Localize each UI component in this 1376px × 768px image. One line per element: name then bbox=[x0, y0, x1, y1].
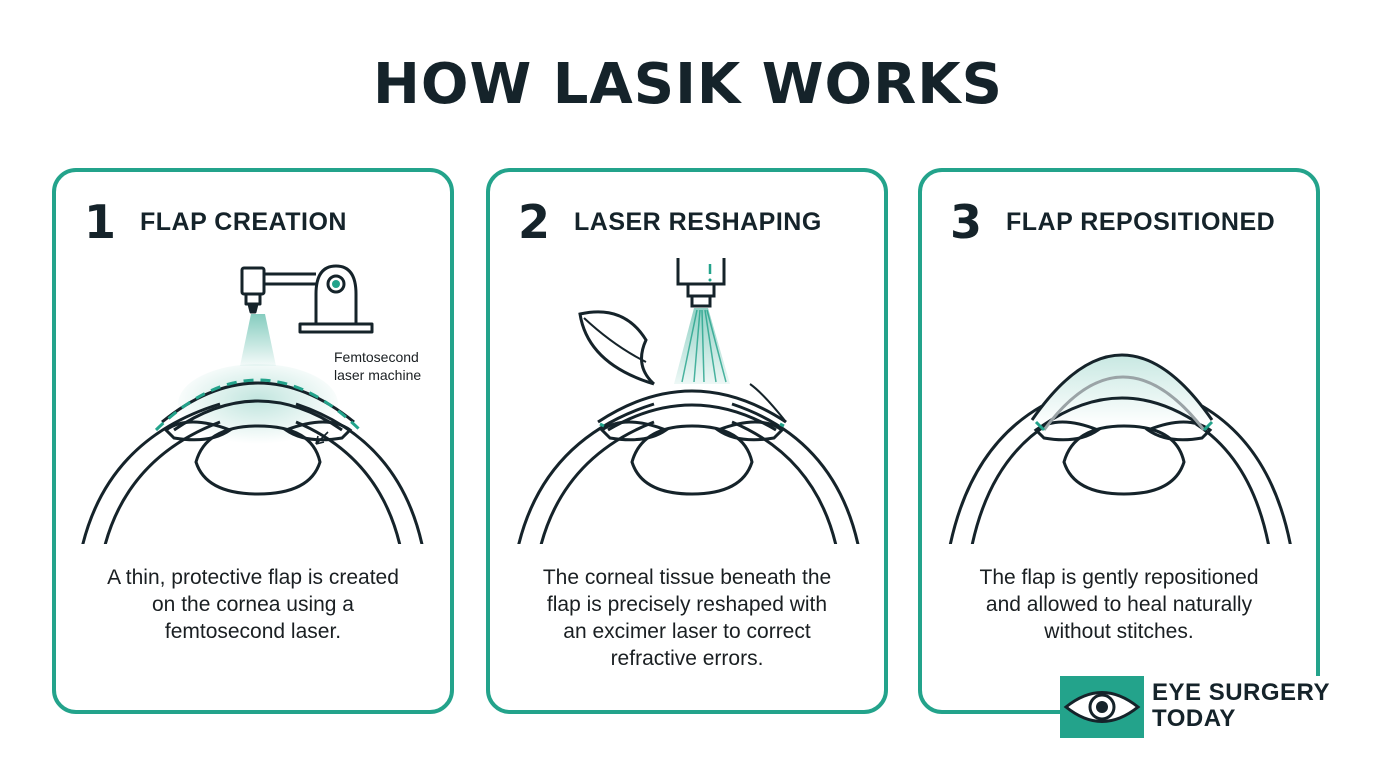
healed-flap-line bbox=[1042, 375, 1206, 431]
step-header: 1 FLAP CREATION bbox=[84, 194, 440, 250]
brand-name: EYE SURGERY TODAY bbox=[1152, 679, 1330, 732]
flap-repositioned-illustration bbox=[948, 353, 1292, 544]
flap-cut-line bbox=[154, 378, 362, 432]
brand-mark bbox=[1060, 676, 1144, 738]
eye-cross-section-icon bbox=[517, 389, 860, 544]
laser-beam bbox=[240, 314, 276, 366]
step-title: LASER RESHAPING bbox=[574, 207, 822, 236]
step-panel-laser-reshaping: 2 LASER RESHAPING bbox=[486, 168, 888, 714]
excimer-laser-icon bbox=[676, 258, 726, 308]
step-description: The flap is gently repositioned and allo… bbox=[979, 566, 1259, 643]
step-number: 2 bbox=[518, 195, 551, 249]
step-number: 3 bbox=[950, 195, 983, 249]
brand-logo: EYE SURGERY TODAY bbox=[1060, 676, 1360, 738]
laser-beam bbox=[674, 308, 730, 384]
step-title: FLAP REPOSITIONED bbox=[1006, 207, 1276, 236]
lifted-flap-icon bbox=[578, 310, 656, 386]
step-number: 1 bbox=[84, 195, 117, 249]
step-description: The corneal tissue beneath the flap is p… bbox=[542, 566, 832, 670]
step-header: 2 LASER RESHAPING bbox=[518, 194, 874, 250]
page-title: HOW LASIK WORKS bbox=[372, 52, 1004, 117]
flap-creation-illustration bbox=[81, 264, 424, 544]
step-panel-flap-creation: 1 FLAP CREATION bbox=[52, 168, 454, 714]
eye-cross-section-icon bbox=[948, 353, 1292, 544]
step-title: FLAP CREATION bbox=[140, 207, 347, 236]
step-header: 3 FLAP REPOSITIONED bbox=[950, 194, 1306, 250]
femtosecond-laser-machine-icon bbox=[240, 264, 374, 334]
eye-icon bbox=[1063, 691, 1141, 723]
step-panel-flap-repositioned: 3 FLAP REPOSITIONED The flap is gently r… bbox=[918, 168, 1320, 714]
step-description: A thin, protective flap is created on th… bbox=[107, 566, 399, 643]
laser-reshaping-illustration bbox=[517, 258, 860, 544]
femtosecond-laser-callout: Femtosecond laser machine bbox=[334, 349, 422, 383]
